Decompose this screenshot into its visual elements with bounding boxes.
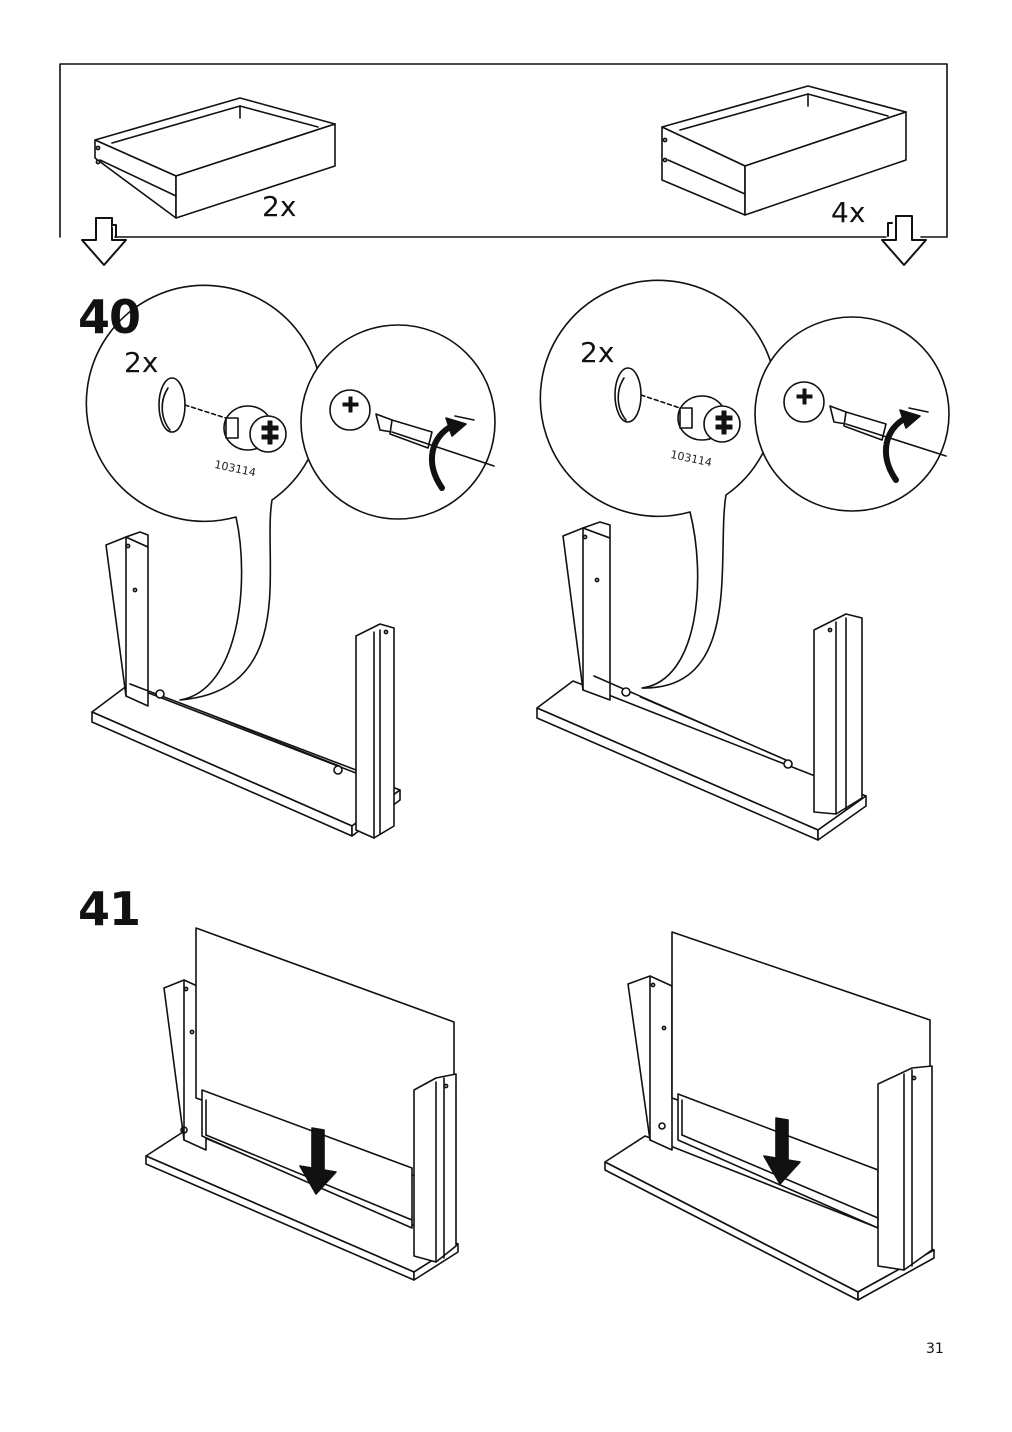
down-arrow-icon [81, 217, 127, 266]
step-number: 41 [78, 882, 141, 936]
rotate-arrow-icon [428, 415, 475, 491]
step41-left-detail [145, 927, 459, 1281]
step40-right-detail [536, 279, 950, 841]
drawer-icon [94, 97, 336, 219]
screwdriver-icon [783, 381, 947, 457]
left-drawer-quantity: 2x [262, 190, 297, 223]
step-number: 40 [78, 290, 141, 344]
screwdriver-icon [329, 389, 495, 467]
right-drawer-quantity: 4x [831, 196, 866, 229]
page-number: 31 [926, 1341, 944, 1357]
down-arrow-icon [881, 215, 927, 266]
right-fitting-quantity: 2x [580, 336, 615, 369]
step41-right-detail [604, 931, 935, 1301]
cam-lock-icon [223, 405, 287, 453]
drawer-selection-frame [59, 63, 948, 238]
push-down-arrow-icon [763, 1117, 801, 1185]
push-down-arrow-icon [299, 1127, 337, 1195]
step40-left-detail [85, 284, 496, 839]
left-fitting-quantity: 2x [124, 346, 159, 379]
cam-lock-icon [677, 395, 741, 443]
rotate-arrow-icon [882, 407, 929, 483]
drawer-icon [661, 85, 907, 216]
